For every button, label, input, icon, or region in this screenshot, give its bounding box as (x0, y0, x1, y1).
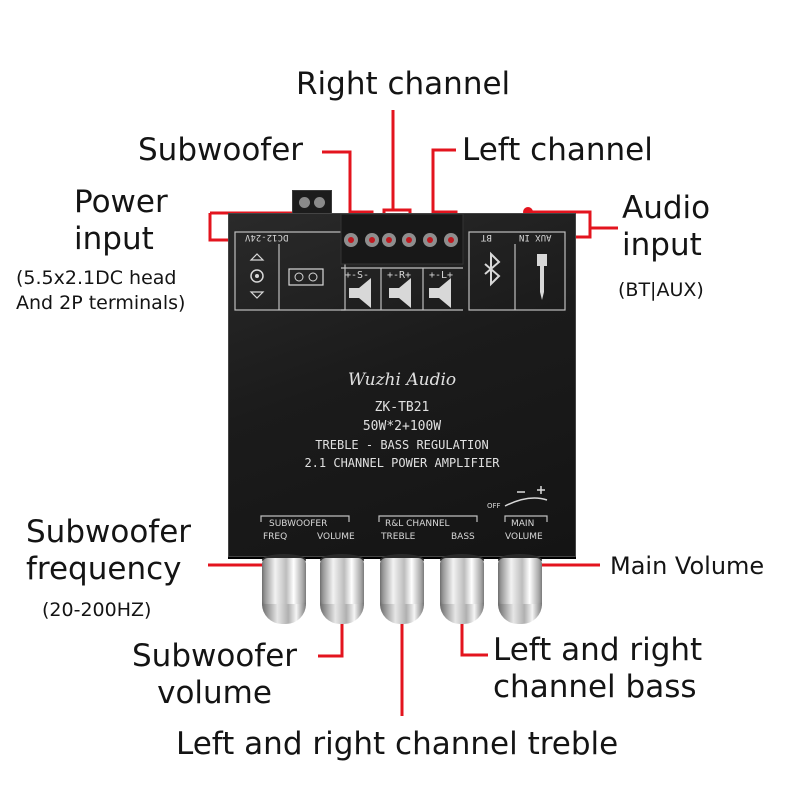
group-subwoofer-label: SUBWOOFER (269, 519, 328, 529)
subwoofer-frequency-label: Subwoofer frequency (26, 514, 192, 587)
right-channel-label: Right channel (296, 66, 511, 102)
audio-input-note: (BT|AUX) (618, 279, 704, 301)
brand-logo: Wuzhi Audio (347, 370, 457, 390)
terminal-screw-icon (299, 197, 310, 208)
subwoofer-frequency-knob[interactable] (262, 558, 306, 610)
terminal-screw-icon (314, 197, 325, 208)
knob-base (380, 604, 424, 624)
audio-input-label: Audio input (622, 190, 711, 263)
amplifier-board: DC12-24V AUX IN BT +-S- +-R+ +-L+ Wuzhi … (228, 213, 576, 557)
feature-label-2: 2.1 CHANNEL POWER AMPLIFIER (304, 456, 500, 470)
knob-treble-label: TREBLE (381, 532, 416, 542)
group-rl-label: R&L CHANNEL (385, 519, 450, 529)
subwoofer-frequency-note: (20-200HZ) (42, 599, 152, 621)
left-channel-label: Left channel (462, 132, 653, 168)
off-label: OFF (487, 502, 501, 510)
aux-label: AUX IN (519, 232, 552, 242)
model-label: ZK-TB21 (374, 400, 430, 415)
knob-main-volume-label: VOLUME (505, 532, 543, 542)
knob-volume-label: VOLUME (317, 532, 355, 542)
group-main-label: MAIN (511, 519, 535, 529)
power-input-note: (5.5x2.1DC head And 2P terminals) (16, 267, 186, 314)
dc-label: DC12-24V (245, 232, 289, 242)
knob-base (498, 604, 542, 624)
speaker-l-label: +-L+ (429, 270, 454, 281)
lr-bass-label: Left and right channel bass (493, 632, 703, 705)
subwoofer-label: Subwoofer (138, 132, 304, 168)
bass-knob[interactable] (440, 558, 484, 610)
knob-base (440, 604, 484, 624)
speaker-s-label: +-S- (345, 270, 370, 281)
subwoofer-volume-label: Subwoofer volume (132, 638, 298, 711)
power-input-label: Power input (74, 184, 168, 257)
treble-knob[interactable] (380, 558, 424, 610)
lr-treble-label: Left and right channel treble (176, 726, 619, 762)
main-volume-knob[interactable] (498, 558, 542, 610)
board-panel-graphics (234, 214, 566, 522)
knob-freq-label: FREQ (263, 532, 288, 542)
feature-label-1: TREBLE - BASS REGULATION (315, 438, 489, 452)
knob-base (262, 604, 306, 624)
power-rating-label: 50W*2+100W (362, 419, 442, 434)
speaker-r-label: +-R+ (387, 270, 412, 281)
knob-base (320, 604, 364, 624)
knob-bass-label: BASS (451, 532, 475, 542)
bt-label: BT (481, 232, 492, 242)
subwoofer-volume-knob[interactable] (320, 558, 364, 610)
main-volume-label: Main Volume (610, 552, 765, 580)
